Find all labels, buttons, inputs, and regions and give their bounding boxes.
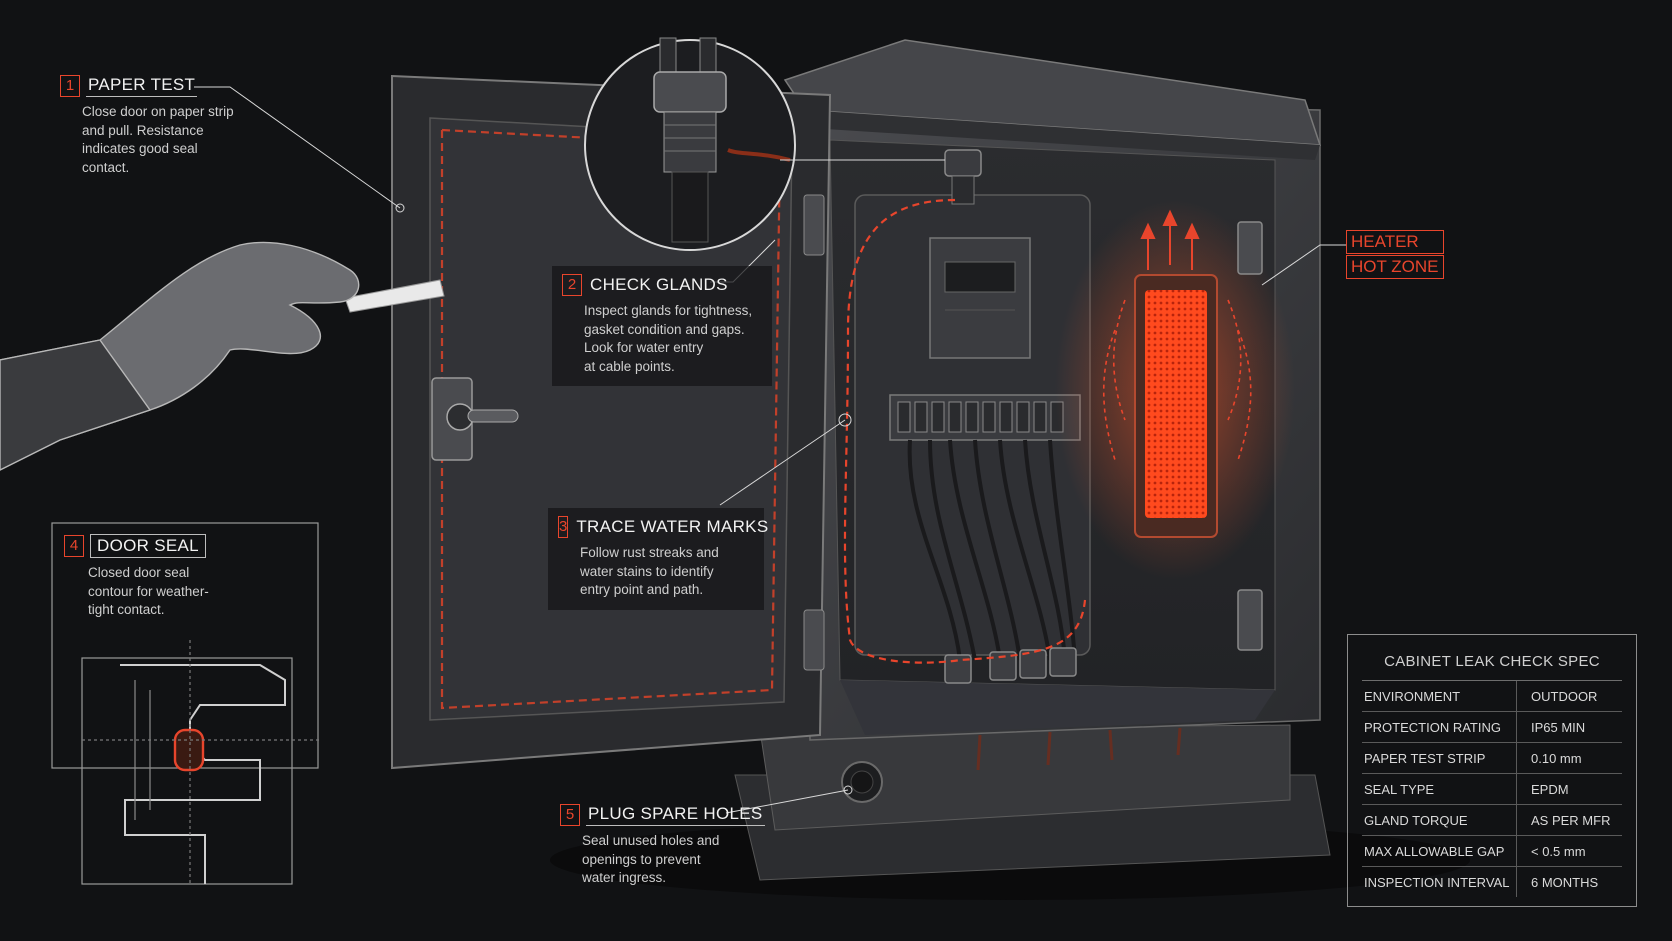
heat-arrows — [1140, 209, 1200, 270]
heater-element — [1145, 290, 1207, 518]
heater-label-line1: HEATER — [1346, 230, 1444, 254]
heater-label-line2: HOT ZONE — [1346, 255, 1444, 279]
door-seal-section — [51, 522, 320, 885]
callout-door-seal: 4 DOOR SEAL Closed door seal contour for… — [64, 534, 209, 620]
spec-key: PROTECTION RATING — [1362, 711, 1517, 743]
table-row: INSPECTION INTERVAL 6 MONTHS — [1362, 866, 1622, 897]
spec-value: AS PER MFR — [1516, 804, 1622, 836]
callout-number: 2 — [562, 274, 582, 296]
callout-number: 5 — [560, 803, 580, 826]
spec-key: INSPECTION INTERVAL — [1362, 866, 1517, 897]
cables — [907, 439, 1077, 661]
heater-hot-zone-label: HEATER HOT ZONE — [1346, 230, 1444, 280]
spec-value: OUTDOOR — [1516, 681, 1622, 712]
gland-magnifier — [584, 37, 945, 251]
callout-number: 1 — [60, 74, 80, 97]
hand-illustration — [0, 241, 360, 471]
callout-paper-test: 1 PAPER TEST Close door on paper strip a… — [60, 74, 234, 177]
callout-title: TRACE WATER MARKS — [576, 517, 769, 536]
callout-number: 3 — [558, 516, 569, 538]
bottom-glands — [944, 647, 1077, 684]
door-latch — [431, 377, 519, 461]
water-trace-path — [843, 198, 1087, 664]
callout-body: Follow rust streaks and water stains to … — [580, 545, 719, 597]
spec-value: < 0.5 mm — [1516, 835, 1622, 867]
spec-key: GLAND TORQUE — [1362, 804, 1517, 836]
callout-title: PAPER TEST — [86, 74, 198, 97]
callout-title: DOOR SEAL — [90, 534, 206, 558]
top-gland — [944, 149, 982, 205]
callout-title: CHECK GLANDS — [590, 275, 728, 294]
table-row: MAX ALLOWABLE GAP< 0.5 mm — [1362, 835, 1622, 867]
cabinet-hinges — [1237, 221, 1263, 651]
meter-box — [929, 237, 1031, 359]
spec-title: CABINET LEAK CHECK SPEC — [1362, 635, 1622, 681]
callout-body: Close door on paper strip and pull. Resi… — [82, 104, 234, 175]
callout-check-glands: 2 CHECK GLANDS Inspect glands for tightn… — [552, 266, 772, 386]
terminal-strip — [889, 394, 1081, 441]
spec-value: IP65 MIN — [1516, 711, 1622, 743]
spec-key: ENVIRONMENT — [1362, 681, 1517, 712]
paper-strip — [344, 279, 445, 313]
callout-body: Closed door seal contour for weather- ti… — [88, 565, 209, 617]
spec-value: 0.10 mm — [1516, 742, 1622, 774]
rust-streaks — [976, 727, 1182, 771]
heater — [1055, 200, 1295, 580]
callout-title: PLUG SPARE HOLES — [586, 803, 765, 826]
spec-key: PAPER TEST STRIP — [1362, 742, 1517, 774]
callout-body: Seal unused holes and openings to preven… — [582, 833, 720, 885]
spec-key: SEAL TYPE — [1362, 773, 1517, 805]
callout-trace-water-marks: 3 TRACE WATER MARKS Follow rust streaks … — [548, 508, 768, 610]
spec-value: 6 MONTHS — [1531, 874, 1599, 890]
spec-value: EPDM — [1516, 773, 1622, 805]
spec-key: MAX ALLOWABLE GAP — [1362, 835, 1517, 867]
callout-plug-spare-holes: 5 PLUG SPARE HOLES Seal unused holes and… — [560, 803, 765, 888]
callout-body: Inspect glands for tightness, gasket con… — [584, 303, 753, 374]
callout-number: 4 — [64, 535, 84, 557]
cabinet-base — [734, 724, 1331, 881]
